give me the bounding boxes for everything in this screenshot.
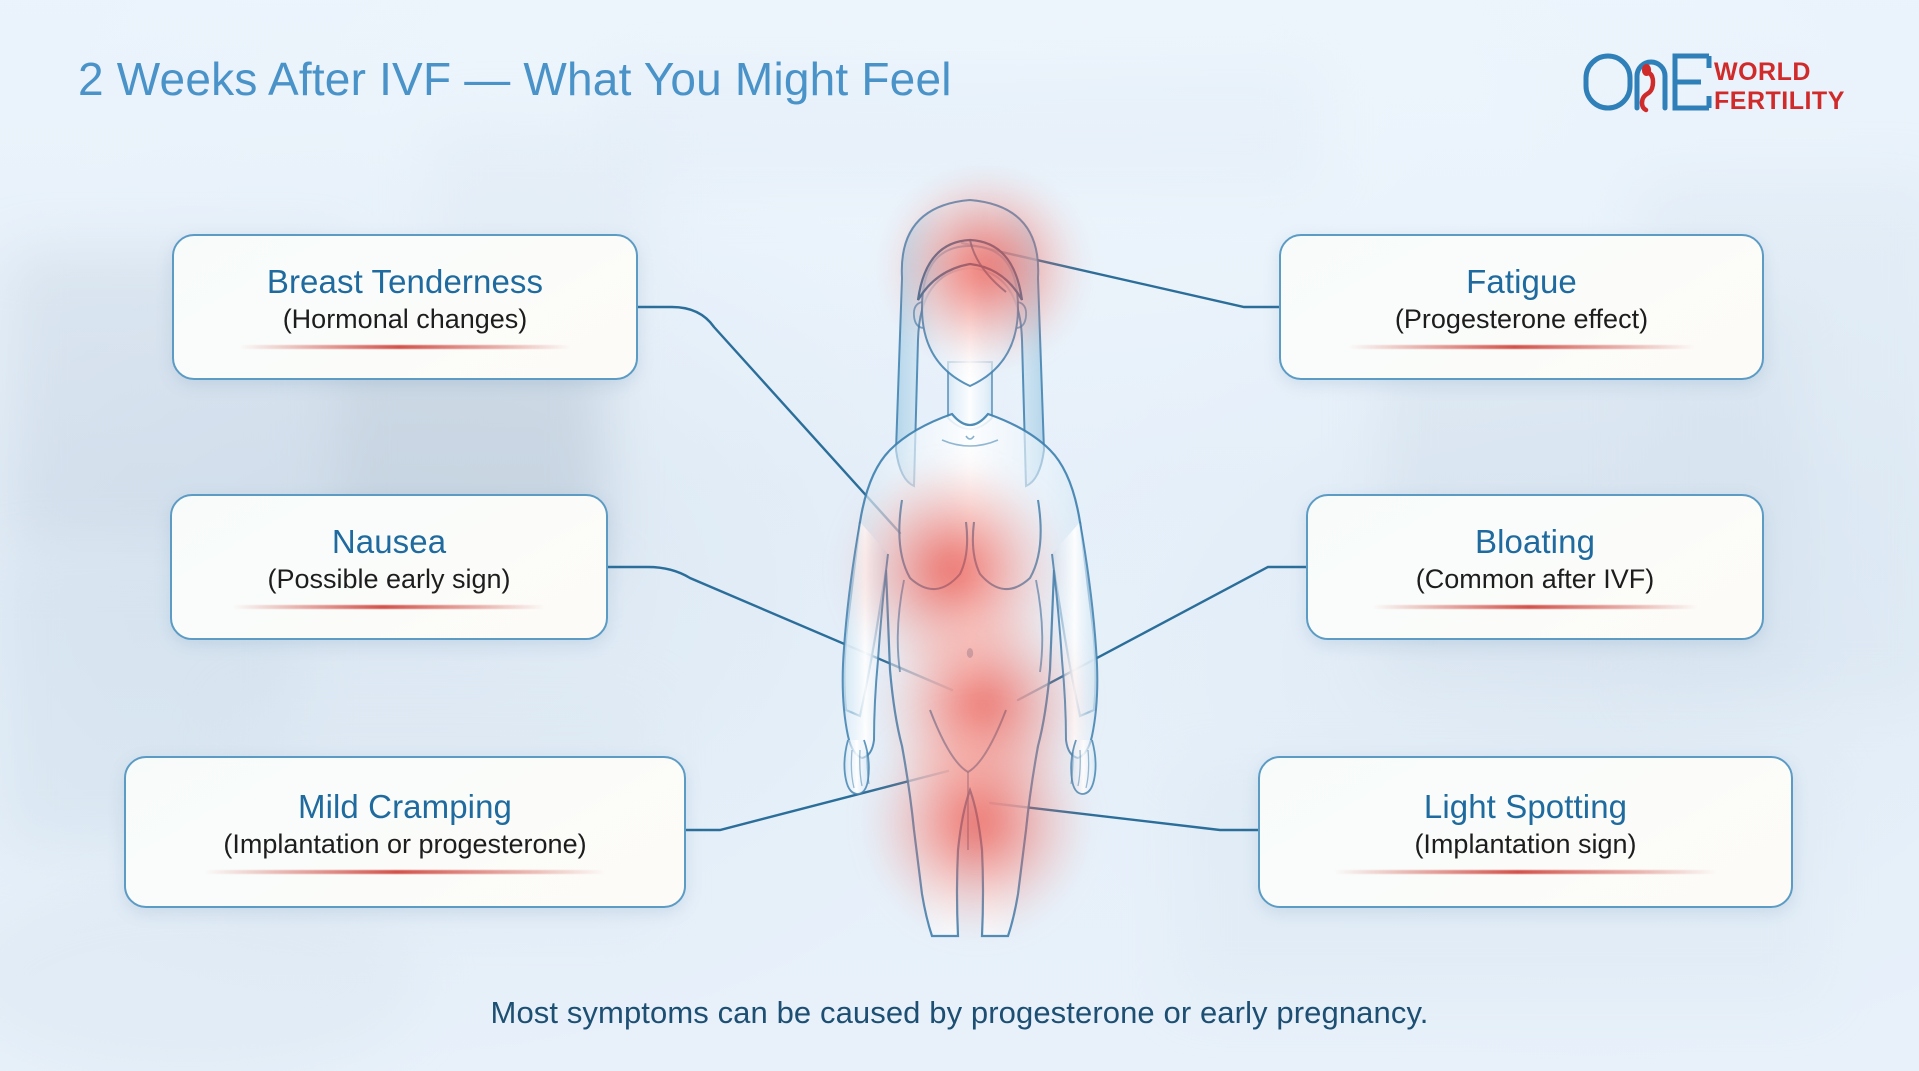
symptom-card-breast-tenderness[interactable]: Breast Tenderness (Hormonal changes) <box>172 234 638 380</box>
card-title: Nausea <box>331 522 447 560</box>
card-title: Bloating <box>1474 522 1596 560</box>
symptom-card-mild-cramping[interactable]: Mild Cramping (Implantation or progester… <box>124 756 686 908</box>
card-subtitle: (Progesterone effect) <box>1394 303 1649 334</box>
card-subtitle: (Possible early sign) <box>267 563 511 594</box>
card-title: Mild Cramping <box>297 787 513 825</box>
card-title: Fatigue <box>1466 262 1577 300</box>
symptom-card-light-spotting[interactable]: Light Spotting (Implantation sign) <box>1258 756 1793 908</box>
card-accent-rule <box>1348 345 1695 350</box>
symptom-card-bloating[interactable]: Bloating (Common after IVF) <box>1306 494 1764 640</box>
card-title: Light Spotting <box>1423 787 1628 825</box>
page-title: 2 Weeks After IVF — What You Might Feel <box>78 53 952 105</box>
card-accent-rule <box>1371 605 1699 610</box>
card-accent-rule <box>232 605 546 610</box>
card-subtitle: (Implantation sign) <box>1414 828 1637 859</box>
symptom-card-nausea[interactable]: Nausea (Possible early sign) <box>170 494 608 640</box>
footer-note: Most symptoms can be caused by progester… <box>490 995 1429 1030</box>
card-accent-rule <box>238 345 572 350</box>
brand-logo: WORLD FERTILITY <box>1583 53 1845 115</box>
card-accent-rule <box>204 870 606 875</box>
card-title: Breast Tenderness <box>266 262 544 300</box>
female-body-figure <box>841 198 1099 938</box>
symptom-card-fatigue[interactable]: Fatigue (Progesterone effect) <box>1279 234 1764 380</box>
card-accent-rule <box>1334 870 1717 875</box>
card-subtitle: (Common after IVF) <box>1415 563 1655 594</box>
card-subtitle: (Hormonal changes) <box>282 303 528 334</box>
card-subtitle: (Implantation or progesterone) <box>223 828 587 859</box>
logo-word-2: FERTILITY <box>1714 87 1845 115</box>
logo-word-1: WORLD <box>1714 58 1811 86</box>
